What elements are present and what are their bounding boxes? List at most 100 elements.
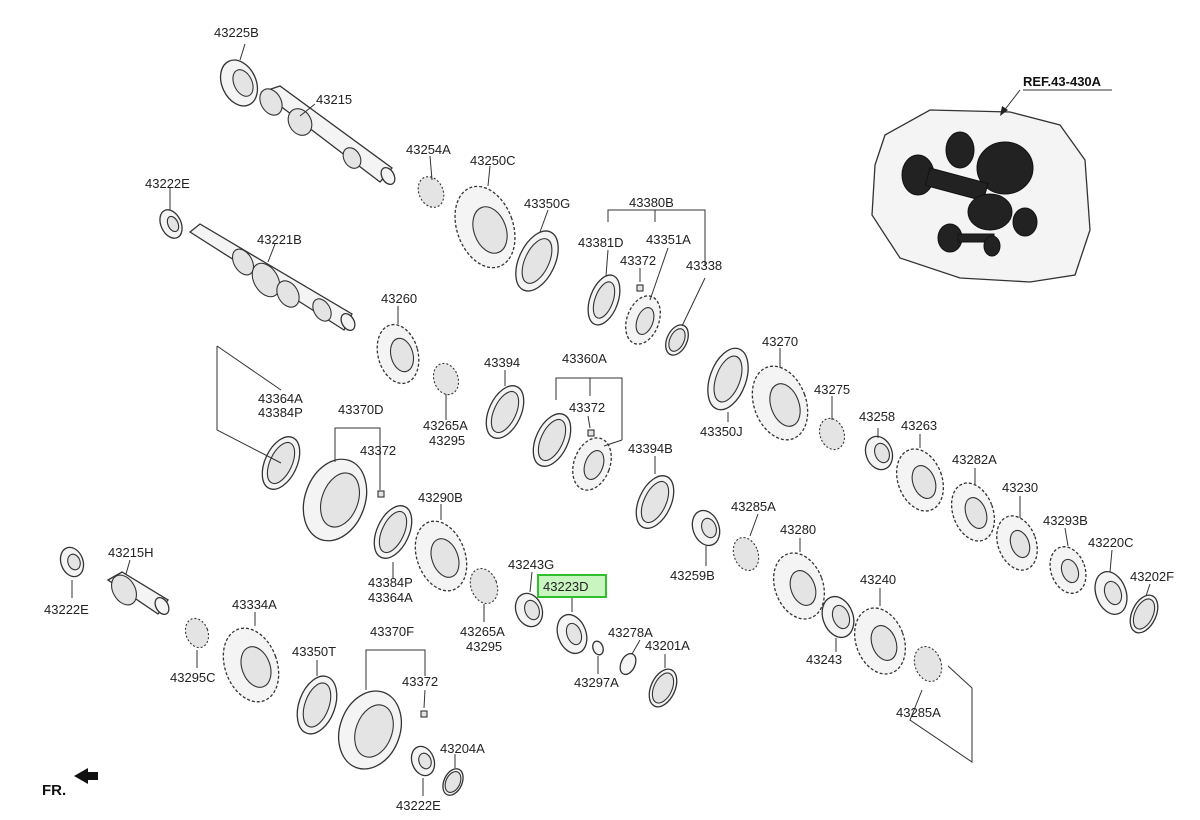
part-label[interactable]: 43338: [686, 258, 722, 273]
part-label[interactable]: 43285A: [896, 705, 941, 720]
gear-43293B[interactable]: [1044, 542, 1092, 599]
part-label[interactable]: 43258: [859, 409, 895, 424]
part-label[interactable]: 43202F: [1130, 569, 1174, 584]
part-label[interactable]: 43351A: [646, 232, 691, 247]
part-label[interactable]: 43350T: [292, 644, 336, 659]
key-43372-a[interactable]: [636, 284, 644, 292]
part-label[interactable]: 43380B: [629, 195, 674, 210]
part-label[interactable]: 43297A: [574, 675, 619, 690]
bearing-43285A-lower[interactable]: [910, 643, 947, 686]
part-label[interactable]: 43370D: [338, 402, 384, 417]
part-label[interactable]: 43278A: [608, 625, 653, 640]
part-label[interactable]: 43260: [381, 291, 417, 306]
part-label[interactable]: 43370F: [370, 624, 414, 639]
gear-43334A[interactable]: [214, 620, 289, 709]
bearing-43295C[interactable]: [182, 615, 213, 651]
snap-ring-43202F[interactable]: [1125, 591, 1164, 637]
part-label[interactable]: 43240: [860, 572, 896, 587]
part-label[interactable]: 43384P: [368, 575, 413, 590]
gear-43230[interactable]: [990, 510, 1045, 576]
bearing-43265A-upper[interactable]: [429, 360, 462, 398]
part-label[interactable]: 43250C: [470, 153, 516, 168]
part-label[interactable]: 43243G: [508, 557, 554, 572]
shaft-43215H[interactable]: [106, 571, 171, 617]
synchro-ring-43350J[interactable]: [700, 343, 756, 415]
ring-43384P-lower[interactable]: [367, 500, 420, 564]
gear-43270[interactable]: [743, 358, 818, 447]
bushing-43259B[interactable]: [688, 507, 725, 550]
part-label[interactable]: 43222E: [145, 176, 190, 191]
hub-43351A[interactable]: [619, 291, 666, 349]
ring-43381D[interactable]: [582, 271, 626, 329]
bearing-43223D[interactable]: [552, 610, 592, 657]
part-label[interactable]: 43265A: [460, 624, 505, 639]
part-label[interactable]: 43334A: [232, 597, 277, 612]
bearing-43220C[interactable]: [1089, 567, 1132, 619]
part-label[interactable]: 43263: [901, 418, 937, 433]
part-label[interactable]: 43221B: [257, 232, 302, 247]
part-label[interactable]: 43201A: [645, 638, 690, 653]
part-label[interactable]: 43360A: [562, 351, 607, 366]
part-label[interactable]: 43220C: [1088, 535, 1134, 550]
part-label[interactable]: 43282A: [952, 452, 997, 467]
synchro-ring-43350T[interactable]: [290, 671, 344, 740]
part-label[interactable]: 43372: [620, 253, 656, 268]
part-label[interactable]: 43364A: [258, 391, 303, 406]
synchro-ring-43350G[interactable]: [507, 224, 567, 297]
bearing-43222E-upper[interactable]: [156, 206, 187, 242]
bearing-43222E-lower[interactable]: [408, 743, 439, 779]
snap-ring-43204A[interactable]: [439, 766, 467, 799]
part-label[interactable]: 43394B: [628, 441, 673, 456]
part-label[interactable]: 43204A: [440, 741, 485, 756]
key-43372-b[interactable]: [587, 429, 595, 437]
bushing-43243G[interactable]: [511, 590, 547, 631]
gear-43240[interactable]: [846, 601, 914, 681]
gear-43250C[interactable]: [444, 178, 525, 276]
part-label[interactable]: 43295: [466, 639, 502, 654]
sleeve-43370F[interactable]: [328, 682, 412, 778]
part-label[interactable]: 43372: [569, 400, 605, 415]
part-label[interactable]: 43215: [316, 92, 352, 107]
part-label[interactable]: 43295: [429, 433, 465, 448]
washer-43297A[interactable]: [591, 640, 605, 657]
gear-43260[interactable]: [371, 320, 425, 388]
gear-43290B[interactable]: [406, 514, 476, 598]
part-label[interactable]: 43243: [806, 652, 842, 667]
part-label[interactable]: 43225B: [214, 25, 259, 40]
part-label[interactable]: 43364A: [368, 590, 413, 605]
part-label[interactable]: 43394: [484, 355, 520, 370]
ring-43394B[interactable]: [629, 470, 682, 534]
part-label[interactable]: 43350J: [700, 424, 743, 439]
part-label[interactable]: 43215H: [108, 545, 154, 560]
part-label-highlighted[interactable]: 43223D: [543, 579, 589, 594]
part-label[interactable]: 43372: [360, 443, 396, 458]
part-label[interactable]: 43384P: [258, 405, 303, 420]
bearing-43285A-upper[interactable]: [729, 534, 763, 574]
part-label[interactable]: 43265A: [423, 418, 468, 433]
bearing-43222E-left[interactable]: [57, 544, 88, 580]
bearing-43254A[interactable]: [413, 172, 448, 211]
part-label[interactable]: 43350G: [524, 196, 570, 211]
part-label[interactable]: 43280: [780, 522, 816, 537]
part-label[interactable]: 43222E: [396, 798, 441, 813]
synchro-43360A[interactable]: [526, 408, 618, 496]
snap-ring-43278A[interactable]: [617, 651, 639, 677]
gear-43280[interactable]: [765, 546, 833, 626]
part-label[interactable]: 43270: [762, 334, 798, 349]
part-label[interactable]: 43259B: [670, 568, 715, 583]
ring-43338[interactable]: [661, 321, 693, 358]
part-label[interactable]: 43230: [1002, 480, 1038, 495]
part-label[interactable]: 43295C: [170, 670, 216, 685]
key-43372-c[interactable]: [377, 490, 385, 498]
bearing-43275[interactable]: [815, 415, 848, 453]
part-label[interactable]: 43254A: [406, 142, 451, 157]
sleeve-43370D[interactable]: [292, 450, 377, 549]
key-43372-d[interactable]: [420, 710, 428, 718]
part-label[interactable]: 43381D: [578, 235, 624, 250]
bushing-43243[interactable]: [817, 592, 860, 642]
output-shaft-43221B[interactable]: [188, 223, 358, 333]
part-label[interactable]: 43222E: [44, 602, 89, 617]
input-shaft-43215[interactable]: [255, 85, 397, 187]
part-label[interactable]: 43275: [814, 382, 850, 397]
snap-ring-43201A[interactable]: [644, 665, 683, 711]
